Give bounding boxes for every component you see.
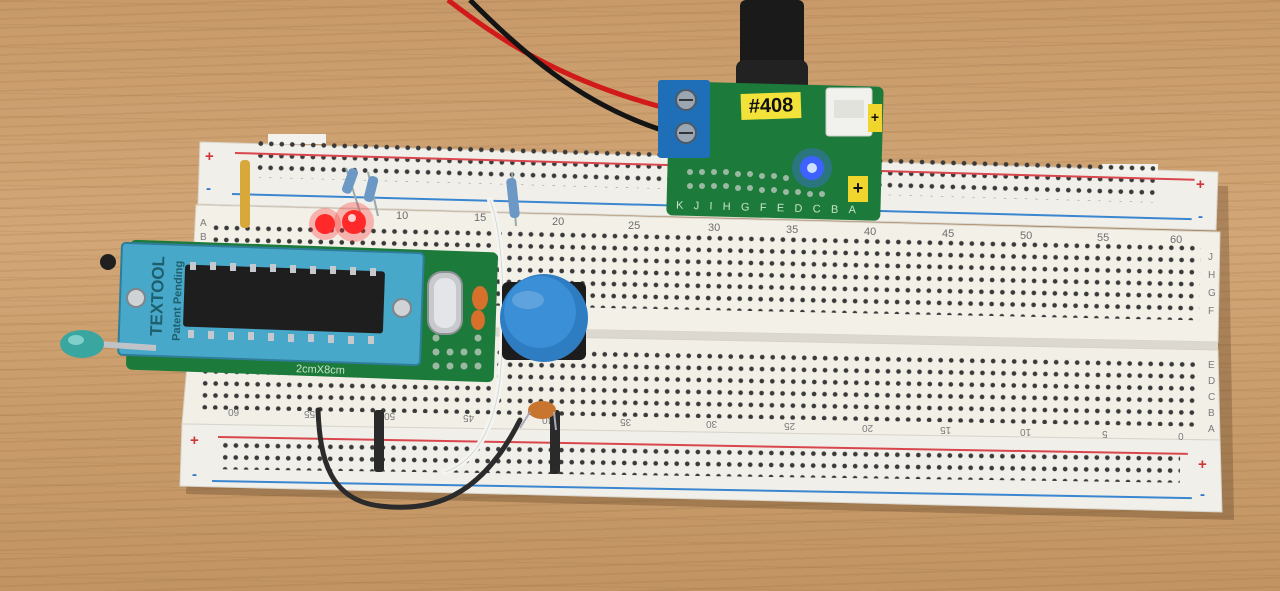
right-letter: C [1208, 392, 1216, 403]
top-number: 35 [786, 224, 799, 236]
pcb-letter: B [830, 203, 839, 216]
top-number: 55 [1097, 232, 1110, 244]
pcb-letter: H [722, 200, 731, 214]
right-letter: J [1208, 252, 1213, 263]
zif-brand-text: TEXTOOL [146, 255, 169, 337]
pcb-letter: G [740, 201, 750, 214]
rail-minus-top-right: - [1198, 208, 1203, 225]
right-letter: E [1208, 360, 1215, 371]
pcb-letter: C [812, 203, 821, 216]
right-letter: B [1208, 408, 1215, 419]
right-letter: F [1208, 306, 1215, 317]
rail-minus-bottom-right: - [1200, 486, 1205, 503]
row-letter: B [200, 232, 207, 243]
pcb-letter: A [848, 204, 857, 217]
power-module-sticker: #408 [740, 91, 802, 121]
right-letter: H [1208, 270, 1216, 281]
right-letter: D [1208, 376, 1216, 387]
pcb-letter: D [794, 202, 803, 215]
rail-plus-bottom-right: + [1198, 456, 1207, 473]
top-number: 40 [864, 226, 877, 238]
top-number: 10 [396, 210, 409, 222]
right-letter: A [1208, 424, 1215, 435]
rail-plus-top-right: + [1196, 176, 1205, 193]
right-letter: G [1208, 288, 1216, 299]
pcb-letter: I [709, 200, 713, 213]
row-letter: A [200, 218, 207, 229]
top-number: 25 [628, 220, 641, 232]
pcb-letter: K [675, 199, 684, 212]
connector-plus-mark: + [868, 106, 882, 128]
rail-minus-top-left: - [206, 180, 211, 197]
top-number: 45 [942, 228, 955, 240]
rail-plus-top-left: + [205, 148, 214, 165]
top-number: 20 [552, 216, 565, 228]
top-number: 50 [1020, 230, 1033, 242]
zif-pcb-size-label: 2cmX8cm [295, 363, 346, 377]
pcb-letter: J [693, 200, 700, 213]
rail-minus-bottom-left: - [192, 466, 197, 483]
pcb-letter: F [759, 201, 767, 215]
top-number: 15 [474, 212, 487, 224]
top-number: 30 [708, 222, 721, 234]
rail-plus-bottom-left: + [190, 432, 199, 449]
power-module-plus-mark: + [848, 176, 868, 202]
top-number: 60 [1170, 234, 1183, 246]
pcb-letter: E [776, 202, 785, 215]
